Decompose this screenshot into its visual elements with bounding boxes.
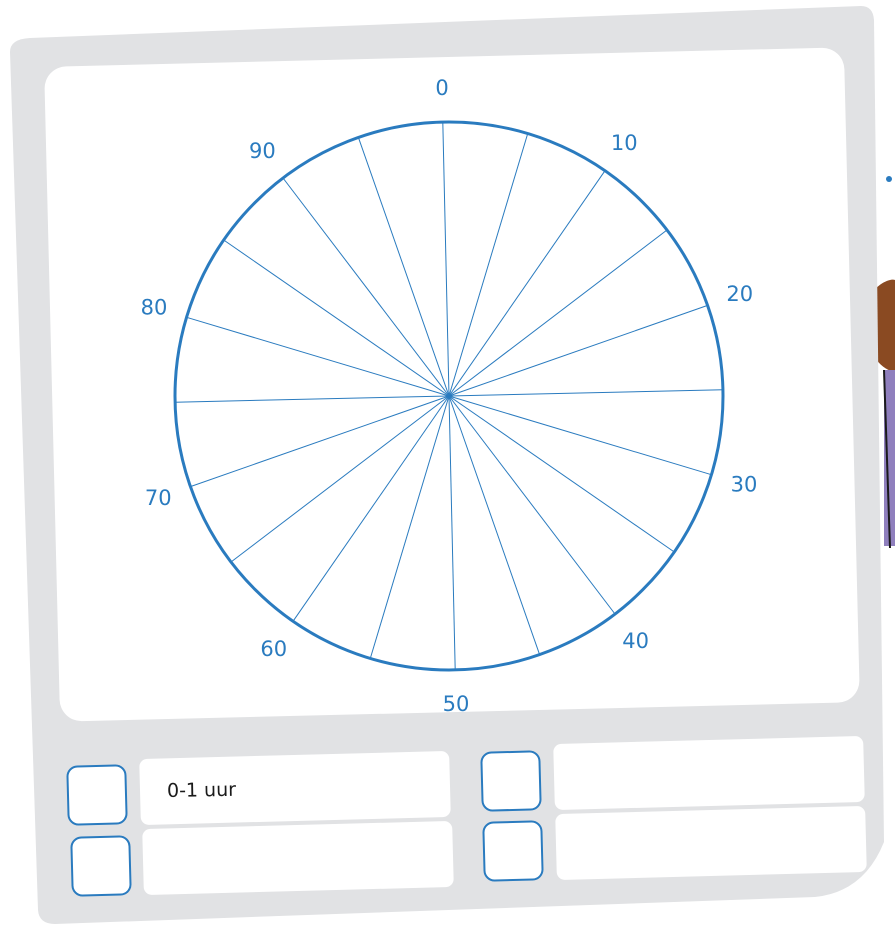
pie-tick-label: 50 [443,692,470,716]
legend-field-2[interactable] [142,821,454,895]
legend-field-4[interactable] [555,806,867,880]
pie-tick-label: 20 [726,282,753,306]
pie-tick-label: 10 [611,131,638,155]
legend-field-3[interactable] [553,736,865,810]
legend-checkbox-3[interactable] [481,751,540,810]
pie-tick-label: 30 [731,473,758,497]
legend-checkbox-4[interactable] [483,821,542,880]
legend-checkbox-2[interactable] [71,836,130,895]
pie-tick-label: 80 [141,296,168,320]
character-dot [886,176,892,182]
pie-tick-label: 60 [260,637,287,661]
pie-tick-label: 0 [435,76,448,100]
pie-tick-label: 70 [145,486,172,510]
legend-label-1: 0-1 uur [167,779,236,802]
legend-checkbox-1[interactable] [67,765,126,824]
pie-tick-label: 90 [249,139,276,163]
pie-tick-label: 40 [622,629,649,653]
